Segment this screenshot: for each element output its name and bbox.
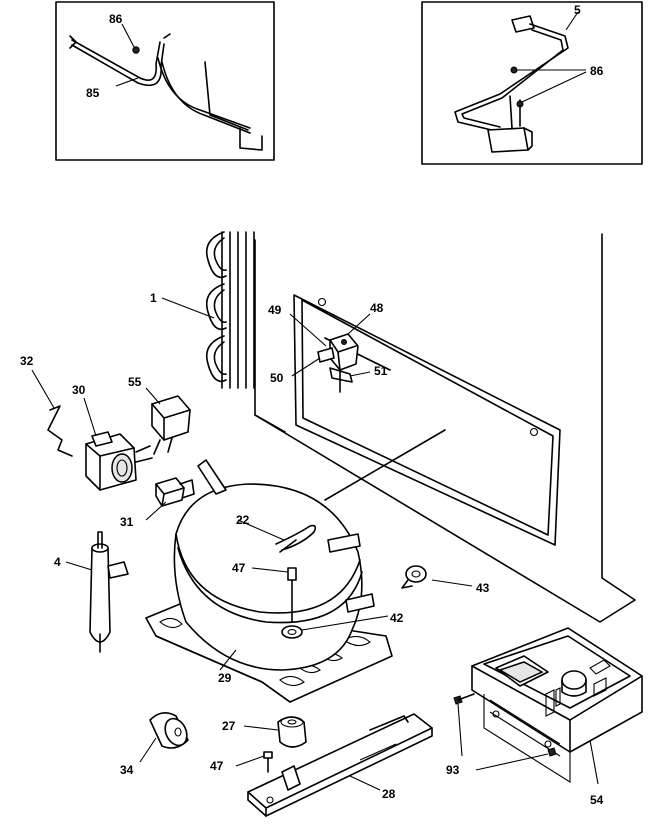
bushing-34 bbox=[139, 712, 189, 763]
label-5: 5 bbox=[574, 3, 581, 17]
label-22: 22 bbox=[236, 513, 250, 527]
label-42: 42 bbox=[390, 611, 404, 625]
label-4: 4 bbox=[54, 555, 61, 569]
label-54: 54 bbox=[590, 793, 604, 807]
label-32: 32 bbox=[20, 354, 34, 368]
inset-harness-left bbox=[55, 1, 275, 161]
thermostat-switch bbox=[289, 313, 371, 393]
label-30: 30 bbox=[72, 383, 86, 397]
control-box-54 bbox=[453, 627, 643, 785]
label-31: 31 bbox=[120, 515, 134, 529]
label-49: 49 bbox=[268, 303, 282, 317]
condenser-coil bbox=[161, 231, 255, 389]
label-28: 28 bbox=[382, 787, 396, 801]
label-47-upper: 47 bbox=[232, 561, 246, 575]
label-85: 85 bbox=[86, 86, 100, 100]
label-34: 34 bbox=[120, 763, 134, 777]
label-50: 50 bbox=[270, 371, 284, 385]
label-55: 55 bbox=[128, 375, 142, 389]
inset-harness-right bbox=[421, 1, 643, 165]
label-47-lower: 47 bbox=[210, 759, 224, 773]
label-27: 27 bbox=[222, 719, 236, 733]
wire-32 bbox=[31, 369, 73, 457]
label-86-left: 86 bbox=[109, 12, 123, 26]
label-1: 1 bbox=[150, 291, 157, 305]
label-93: 93 bbox=[446, 763, 460, 777]
label-51: 51 bbox=[374, 364, 388, 378]
label-86-right: 86 bbox=[590, 64, 604, 78]
mount-parts bbox=[235, 713, 433, 817]
overload-55 bbox=[145, 387, 191, 455]
connector-31 bbox=[145, 477, 195, 521]
relay-30 bbox=[83, 397, 153, 491]
label-29: 29 bbox=[218, 671, 232, 685]
clip-43 bbox=[401, 565, 473, 589]
label-48: 48 bbox=[370, 301, 384, 315]
callout-labels: 86 85 5 86 1 49 48 50 51 32 30 55 31 22 … bbox=[20, 3, 604, 807]
label-43: 43 bbox=[476, 581, 490, 595]
drier-4 bbox=[65, 531, 129, 653]
compressor-29 bbox=[145, 459, 393, 703]
